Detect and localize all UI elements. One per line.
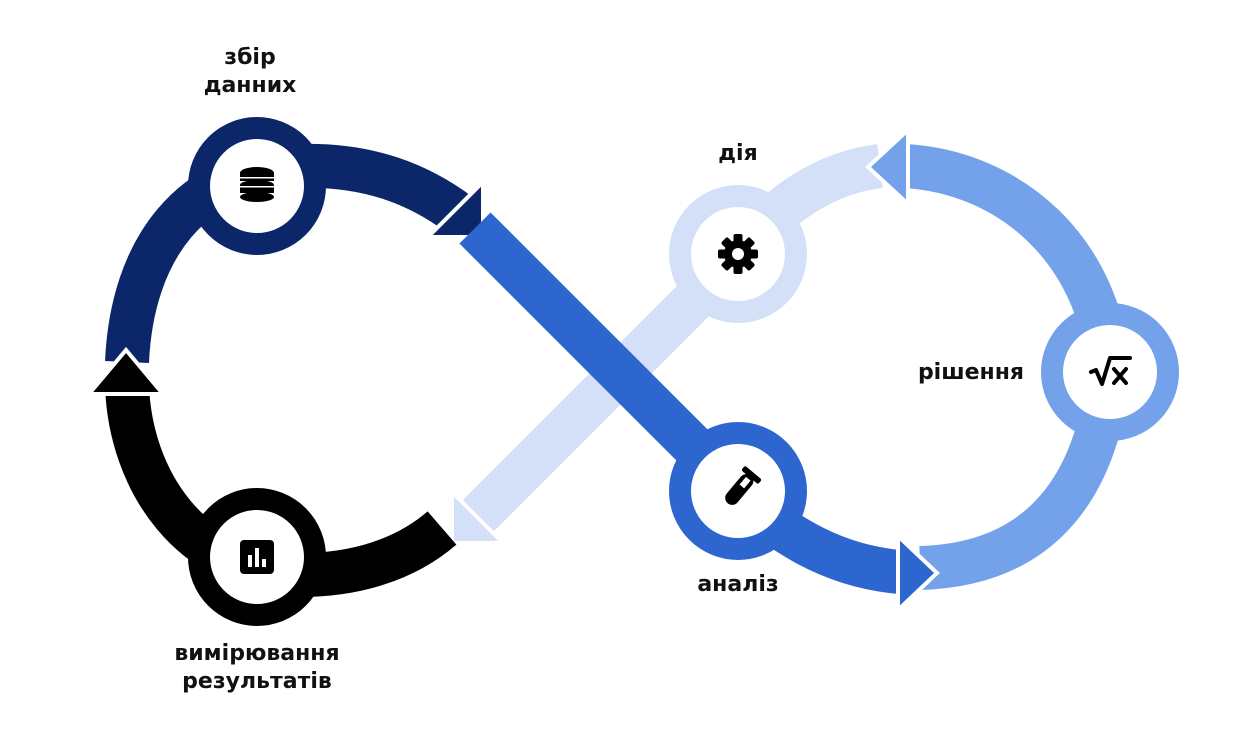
gear-icon [718,234,758,274]
database-icon [240,167,274,202]
label-analysis-line-1: аналіз [697,572,779,597]
test-tube-icon [725,466,762,505]
label-decision: рішення [908,359,1034,387]
node-action [669,185,807,323]
label-collect: збір данних [190,44,310,100]
label-measure: вимірювання результатів [150,640,364,696]
label-action: дія [688,140,788,168]
node-measure [188,488,326,626]
label-measure-line-2: результатів [182,669,332,694]
label-collect-line-2: данних [203,73,297,98]
node-decision [1041,303,1179,441]
bar-chart-icon [240,540,274,574]
label-measure-line-1: вимірювання [174,641,340,666]
square-root-icon [1089,356,1132,386]
label-action-line-1: дія [718,141,758,166]
node-collect [188,117,326,255]
node-analysis [669,422,807,560]
label-collect-line-1: збір [224,45,276,70]
label-decision-line-1: рішення [917,360,1025,385]
label-analysis: аналіз [680,571,796,599]
